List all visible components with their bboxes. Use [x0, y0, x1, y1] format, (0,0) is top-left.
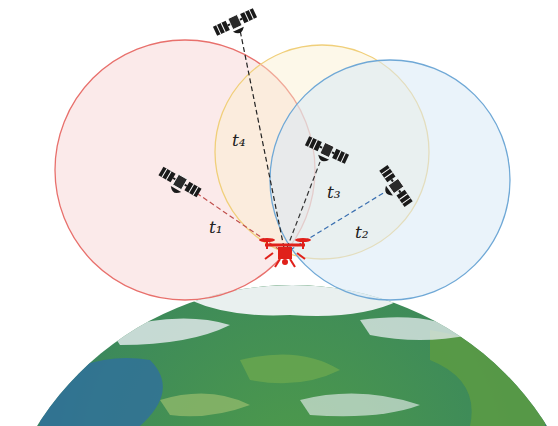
time-label: t₁: [209, 219, 223, 236]
satellites: [155, 7, 414, 211]
signal-lines: [192, 30, 385, 250]
drone: [259, 238, 311, 267]
earth: [0, 285, 558, 426]
time-label: t₃: [327, 184, 341, 201]
time-label: t₂: [355, 224, 369, 241]
range-circles: [55, 40, 510, 300]
time-label: t₄: [232, 132, 246, 149]
